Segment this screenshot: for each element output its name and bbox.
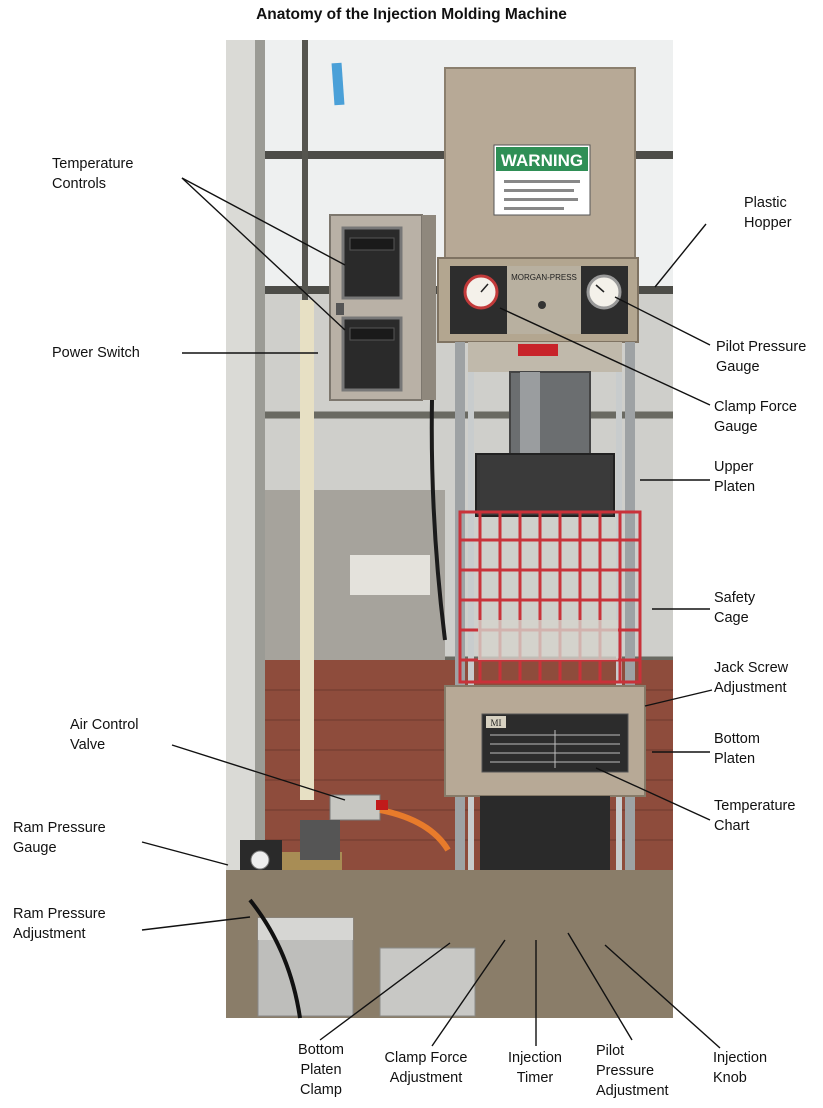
wall-edge (255, 40, 265, 1018)
leader-bottom-platen-clamp (319, 942, 451, 1041)
label-plastic-hopper: Plastic Hopper (744, 195, 792, 231)
label-power-switch: Power Switch (52, 345, 140, 361)
label-safety-cage: Safety Cage (714, 590, 756, 626)
upper-platen (475, 453, 615, 517)
leader-plastic-hopper (654, 223, 707, 288)
label-ram-pressure-adjustment: Ram Pressure Adjustment (13, 906, 106, 942)
hopper-housing (444, 67, 636, 259)
label-clamp-force-adjustment: Clamp Force Adjustment (384, 1050, 468, 1086)
label-bottom-platen-clamp: Bottom Platen Clamp (298, 1042, 344, 1098)
label-jack-screw-adjustment: Jack Screw Adjustment (714, 660, 789, 696)
label-pilot-pressure-gauge: Pilot Pressure Gauge (716, 339, 807, 375)
leader-temperature-chart (595, 767, 711, 821)
label-clamp-force-gauge: Clamp Force Gauge (714, 399, 797, 435)
leader-jack-screw (644, 689, 713, 707)
leader-ram-pressure-adjustment (141, 916, 251, 931)
warning-sign-text: WARNING (501, 151, 583, 170)
lower-cylinder (480, 796, 610, 876)
label-bottom-platen: Bottom Platen (714, 731, 760, 767)
leader-clamp-force-gauge (499, 307, 711, 406)
ram-pressure-gauge-dial (250, 850, 270, 870)
leader-temperature-controls-1 (181, 177, 346, 266)
tie-bar-right (625, 342, 635, 872)
nameplate-text: MORGAN-PRESS (511, 273, 577, 282)
label-injection-timer: Injection Timer (507, 1050, 562, 1086)
tie-bar-left-2 (468, 342, 474, 872)
label-injection-knob: Injection Knob (713, 1050, 768, 1086)
pipe (300, 300, 314, 800)
leader-temperature-controls-2 (181, 177, 346, 331)
label-temperature-chart: Temperature Chart (714, 798, 796, 834)
label-temperature-controls: Temperature Controls (52, 156, 134, 192)
diagram-title: Anatomy of the Injection Molding Machine (256, 6, 567, 23)
leader-clamp-force-adjustment (431, 939, 506, 1047)
air-control-valve (329, 794, 381, 821)
leader-air-control-valve (171, 744, 346, 801)
leader-pilot-pressure-gauge (614, 296, 711, 346)
label-upper-platen: Upper Platen (714, 459, 756, 495)
label-air-control-valve: Air Control Valve (70, 717, 139, 753)
logo-mark: MI (491, 718, 502, 728)
leader-pilot-pressure-adjustment (567, 932, 633, 1041)
label-pilot-pressure-adjustment: Pilot Pressure Adjustment (596, 1043, 669, 1099)
leader-ram-pressure-gauge (141, 841, 229, 866)
label-ram-pressure-gauge: Ram Pressure Gauge (13, 820, 106, 856)
leader-injection-knob (604, 944, 721, 1049)
